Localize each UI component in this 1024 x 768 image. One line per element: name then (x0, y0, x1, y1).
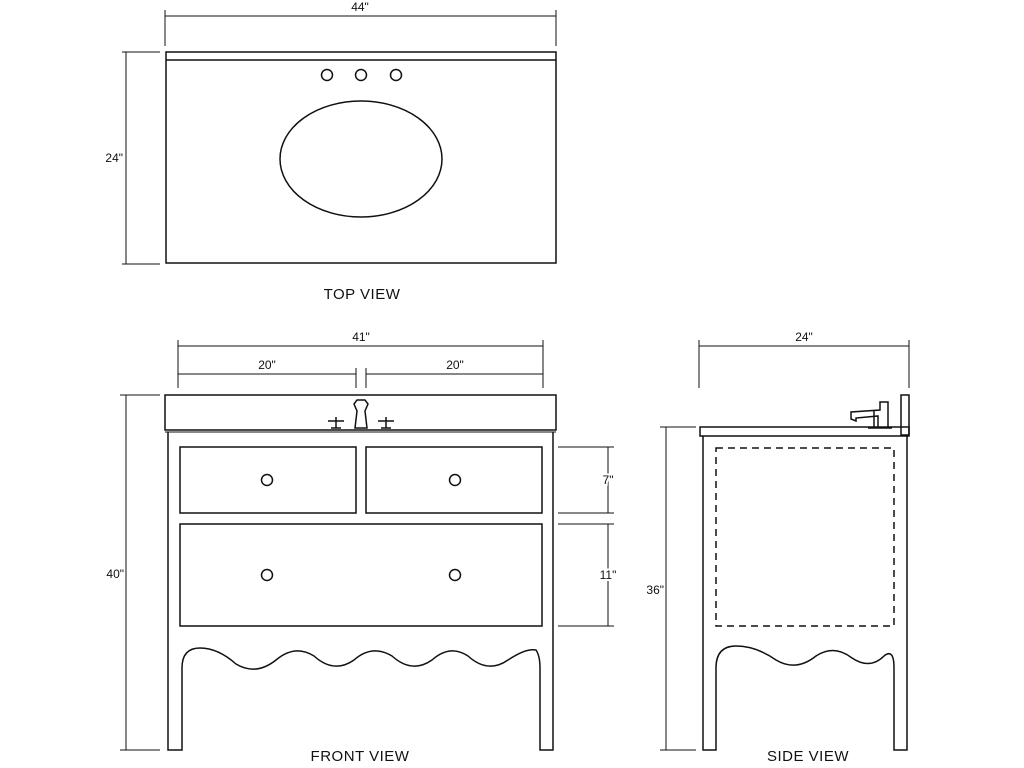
top-view-depth-dimension: 24" (105, 51, 160, 265)
side-view-height-dimension: 36" (646, 426, 696, 751)
side-panel-hidden-outline (715, 447, 895, 627)
front-view-half-dimensions: 20" 20" (178, 358, 543, 388)
drawer-knob-icon (448, 568, 462, 582)
front-view-left-half-label: 20" (258, 358, 276, 372)
faucet-hole-right (389, 68, 403, 82)
side-view-depth-dimension: 24" (698, 330, 910, 388)
front-top-drawer-dimension: 7" (558, 446, 615, 514)
front-bottom-drawer (179, 523, 543, 627)
front-view-height-dimension: 40" (106, 394, 160, 751)
front-faucet-icon (328, 399, 394, 429)
front-top-right-drawer (365, 446, 543, 514)
front-view: 41" 20" 20" 40" (106, 330, 618, 765)
front-top-drawer-label: 7" (603, 473, 614, 487)
top-view: 44" 24" TOP VIEW (105, 0, 557, 303)
side-backsplash (900, 394, 910, 436)
sink-basin (279, 100, 443, 218)
front-view-caption: FRONT VIEW (311, 748, 410, 765)
front-top-left-drawer (179, 446, 357, 514)
front-bottom-drawer-dimension: 11" (558, 523, 618, 627)
side-view-depth-label: 24" (795, 330, 813, 344)
top-view-depth-label: 24" (105, 151, 123, 165)
side-view: 24" 36" SIDE VIEW (646, 330, 910, 765)
side-view-height-label: 36" (646, 583, 664, 597)
front-cabinet-body (167, 432, 554, 751)
top-view-caption: TOP VIEW (324, 286, 401, 303)
top-view-width-label: 44" (351, 0, 369, 14)
drawer-knob-icon (260, 568, 274, 582)
faucet-hole-center (354, 68, 368, 82)
side-cabinet-body (702, 436, 908, 751)
side-view-caption: SIDE VIEW (767, 748, 849, 765)
drawer-knob-icon (260, 473, 274, 487)
side-countertop (699, 426, 910, 437)
countertop-outline (165, 51, 557, 264)
front-view-width-dimension: 41" (177, 330, 544, 388)
front-bottom-drawer-label: 11" (600, 568, 617, 582)
side-faucet-icon (850, 401, 892, 429)
drawer-knob-icon (448, 473, 462, 487)
top-view-width-dimension: 44" (164, 0, 557, 46)
front-view-right-half-label: 20" (446, 358, 464, 372)
front-view-width-label: 41" (352, 330, 370, 344)
faucet-hole-left (320, 68, 334, 82)
front-view-height-label: 40" (106, 567, 124, 581)
front-countertop (164, 394, 557, 431)
